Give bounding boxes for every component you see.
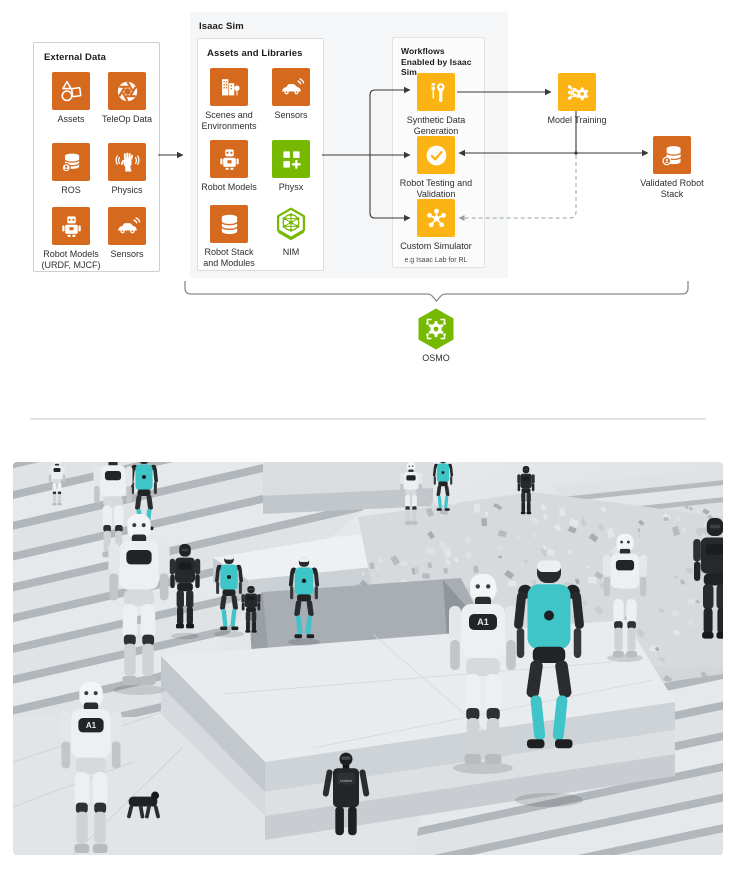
- node-scenes-environments: Scenes and Environments: [196, 68, 262, 133]
- node-nim: NIM: [258, 205, 324, 258]
- database-icon: [210, 205, 248, 243]
- osmo-label: OSMO: [422, 353, 450, 363]
- aperture-icon: [108, 72, 146, 110]
- apollo-chest-label: A1: [86, 721, 97, 730]
- node-robot-models: Robot Models: [196, 140, 262, 193]
- node-custom-simulator: Custom Simulator e.g Isaac Lab for RL: [394, 199, 478, 264]
- node-label: Model Training: [547, 115, 607, 125]
- node-sensors-external: Sensors: [96, 207, 158, 260]
- node-synthetic-data-generation: Synthetic Data Generation: [394, 73, 478, 138]
- node-validated-robot-stack: Validated Robot Stack: [630, 136, 714, 201]
- molecule-icon: [417, 199, 455, 237]
- node-sublabel: e.g Isaac Lab for RL: [404, 257, 468, 265]
- isaac-sim-title: Isaac Sim: [199, 21, 244, 32]
- section-divider: [30, 418, 706, 420]
- node-label: Scenes and Environments: [201, 110, 257, 132]
- osmo-gear-hexagon-icon: [416, 307, 456, 351]
- isaac-sim-architecture-diagram: Isaac Sim External Data Assets and Libra…: [33, 21, 714, 363]
- node-sensors-isaac: Sensors: [258, 68, 324, 121]
- node-label: Sensors: [110, 249, 144, 259]
- external-data-title: External Data: [44, 52, 107, 63]
- node-physx: Physx: [258, 140, 324, 193]
- check-circle-icon: [417, 136, 455, 174]
- node-label: Physx: [278, 182, 304, 192]
- node-label: TeleOp Data: [101, 114, 153, 124]
- workflows-title: Workflows Enabled by Isaac Sim: [401, 46, 472, 78]
- unitree-chest-label: Unitree: [340, 779, 352, 783]
- squares-plus-icon: [272, 140, 310, 178]
- nim-hexagon-icon: [272, 205, 310, 243]
- tools-icon: [417, 73, 455, 111]
- node-label: ROS: [61, 185, 81, 195]
- assets-libraries-title: Assets and Libraries: [207, 48, 303, 59]
- buildings-icon: [210, 68, 248, 106]
- node-robot-models-urdf: Robot Models (URDF, MJCF): [40, 207, 102, 272]
- node-physics: Physics: [96, 143, 158, 196]
- node-ros: ROS: [40, 143, 102, 196]
- node-teleop-data: TeleOp Data: [96, 72, 158, 125]
- node-robot-testing-validation: Robot Testing and Validation: [394, 136, 478, 201]
- node-model-training: Model Training: [535, 73, 619, 126]
- robot-icon: [210, 140, 248, 178]
- car-signal-icon: [272, 68, 310, 106]
- node-label: Custom Simulator: [400, 241, 472, 251]
- node-label: Sensors: [274, 110, 308, 120]
- robots-image: A1 A1 Unitree: [13, 462, 723, 855]
- node-label: Physics: [111, 185, 143, 195]
- node-label: Assets: [57, 114, 85, 124]
- node-label: Validated Robot Stack: [640, 178, 704, 200]
- validated-database-icon: [653, 136, 691, 174]
- shapes-icon: [52, 72, 90, 110]
- apollo-chest-label: A1: [477, 617, 489, 627]
- node-label: Synthetic Data Generation: [406, 115, 466, 137]
- node-robot-stack-modules: Robot Stack and Modules: [196, 205, 262, 270]
- ros-database-icon: [52, 143, 90, 181]
- node-label: Robot Stack and Modules: [203, 247, 255, 269]
- node-assets: Assets: [40, 72, 102, 125]
- robot-icon: [52, 207, 90, 245]
- osmo-brace: [184, 281, 689, 302]
- node-label: NIM: [282, 247, 300, 257]
- node-label: Robot Models (URDF, MJCF): [41, 249, 101, 271]
- node-label: Robot Models: [201, 182, 257, 192]
- network-gear-icon: [558, 73, 596, 111]
- car-signal-icon: [108, 207, 146, 245]
- node-label: Robot Testing and Validation: [399, 178, 473, 200]
- waving-hand-icon: [108, 143, 146, 181]
